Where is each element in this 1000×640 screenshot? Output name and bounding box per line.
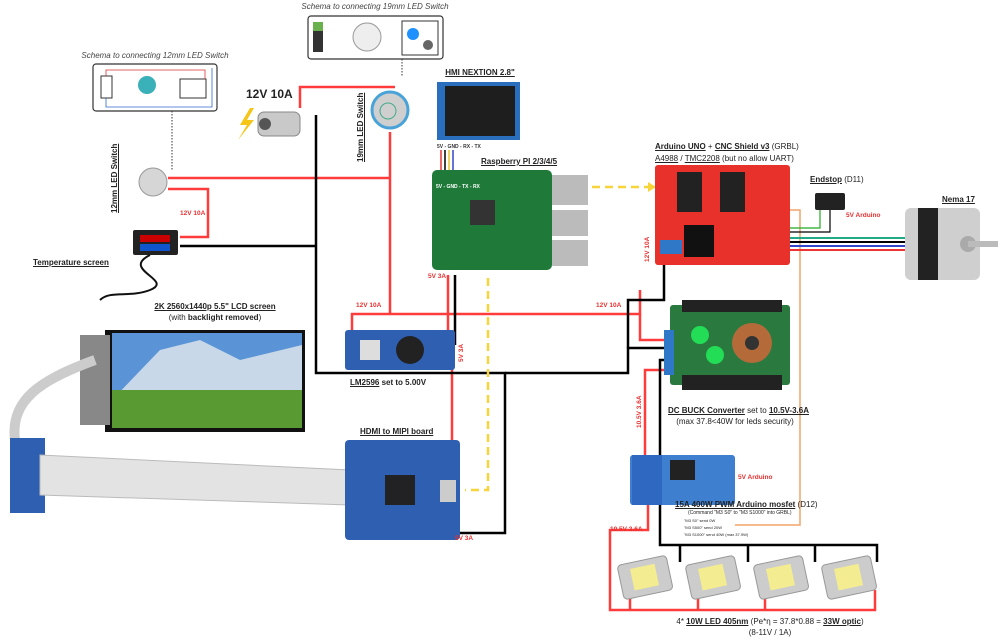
temperature-screen	[133, 230, 178, 255]
switch-12mm[interactable]	[138, 167, 168, 197]
lightning-icon	[238, 108, 254, 140]
wire-label: 12V 10A	[596, 302, 622, 309]
endstop-switch	[815, 193, 845, 210]
wire-label: 12V 10A	[356, 302, 382, 309]
arduino-label: Arduino UNO + CNC Shield v3 (GRBL)	[655, 142, 799, 151]
hdmi-mipi-label: HDMI to MIPI board	[360, 427, 434, 436]
wire-label: 5V 3A	[458, 343, 465, 362]
switch-19mm[interactable]	[370, 90, 410, 130]
nema-label: Nema 17	[942, 195, 975, 204]
dc-buck-converter	[670, 305, 790, 385]
switch19-label: 19mm LED Switch	[356, 92, 365, 162]
power-input-label: 12V 10A	[246, 87, 293, 101]
buck-note: (max 37.8<40W for leds security)	[676, 417, 794, 426]
buck-label: DC BUCK Converter set to 10.5V-3.6A	[668, 406, 809, 415]
lcd-label: 2K 2560x1440p 5.5" LCD screen	[154, 302, 276, 311]
wire-label: 10.5V 3.6A	[636, 395, 643, 428]
mosfet-line2: "M3 S500" send 20W	[684, 525, 722, 530]
switch12-label: 12mm LED Switch	[110, 143, 119, 213]
wire-label: 12V 10A	[180, 210, 206, 217]
rpi-label: Raspberry PI 2/3/4/5	[481, 157, 558, 166]
ribbon-cable	[39, 454, 351, 506]
mosfet-line3: "M3 S1000" send 40W (max 37.9W)	[684, 532, 749, 537]
mosfet-command: (Command "M3 S0" to "M3 S1000" into GRBL…	[688, 510, 792, 516]
temperature-screen-label: Temperature screen	[33, 258, 109, 267]
endstop-label: Endstop (D11)	[810, 175, 864, 184]
mosfet-line1: "M3 S0" send 0W	[684, 518, 716, 523]
power-jack	[257, 111, 301, 137]
driver-label: A4988 / TMC2208 (but no allow UART)	[655, 154, 794, 163]
wire-label: 10.5V 3.6A	[610, 526, 643, 533]
led-label: 4* 10W LED 405nm (Pe*η = 37.8*0.88 = 33W…	[676, 617, 864, 626]
lm2596-label: LM2596 set to 5.00V	[350, 378, 427, 387]
schema-19mm-caption: Schema to connecting 19mm LED Switch	[301, 2, 449, 11]
wire-label: 5V 3A	[428, 273, 447, 280]
mosfet-power-label: 5V Arduino	[738, 474, 773, 481]
wire-label: 12V 10A	[644, 236, 651, 262]
endstop-power-label: 5V Arduino	[846, 212, 881, 219]
mosfet-label: 15A 400W PWM Arduino mosfet (D12)	[675, 500, 818, 509]
rpi-pins: 5V - GND - TX - RX	[436, 184, 480, 190]
hmi-pins: 5V - GND - RX - TX	[437, 144, 481, 150]
lcd-sublabel: (with backlight removed)	[168, 313, 262, 322]
led-spec: (8-11V / 1A)	[748, 628, 792, 637]
wire-label: 5V 3A	[455, 535, 474, 542]
hmi-label: HMI NEXTION 2.8"	[445, 68, 515, 77]
schema-12mm-caption: Schema to connecting 12mm LED Switch	[81, 51, 229, 60]
